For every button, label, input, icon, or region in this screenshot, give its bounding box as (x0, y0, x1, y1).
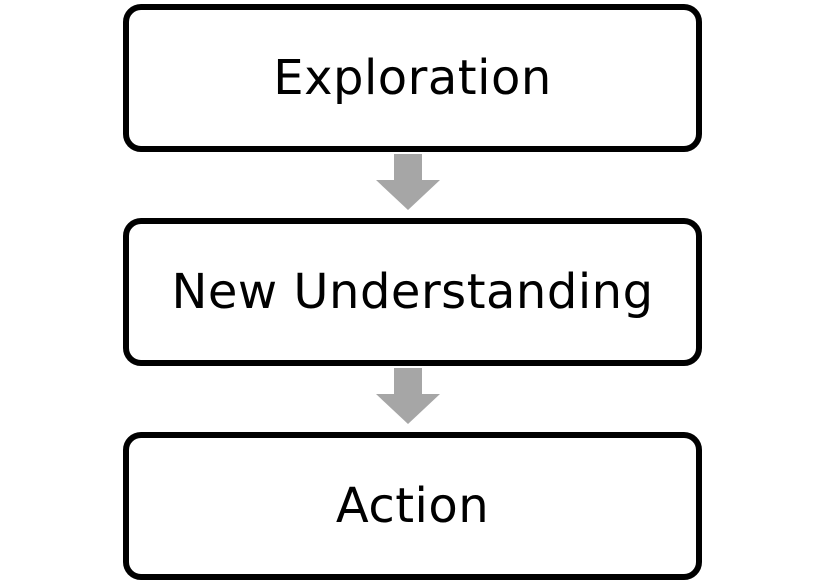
arrow-shape (376, 154, 440, 210)
step-box-action: Action (123, 432, 702, 580)
down-arrow-icon (376, 154, 440, 210)
step-label: Action (335, 478, 490, 534)
down-arrow-icon (376, 368, 440, 424)
step-label: Exploration (273, 50, 552, 106)
step-box-exploration: Exploration (123, 4, 702, 152)
arrow-shape (376, 368, 440, 424)
step-label: New Understanding (171, 264, 654, 320)
step-box-new-understanding: New Understanding (123, 218, 702, 366)
